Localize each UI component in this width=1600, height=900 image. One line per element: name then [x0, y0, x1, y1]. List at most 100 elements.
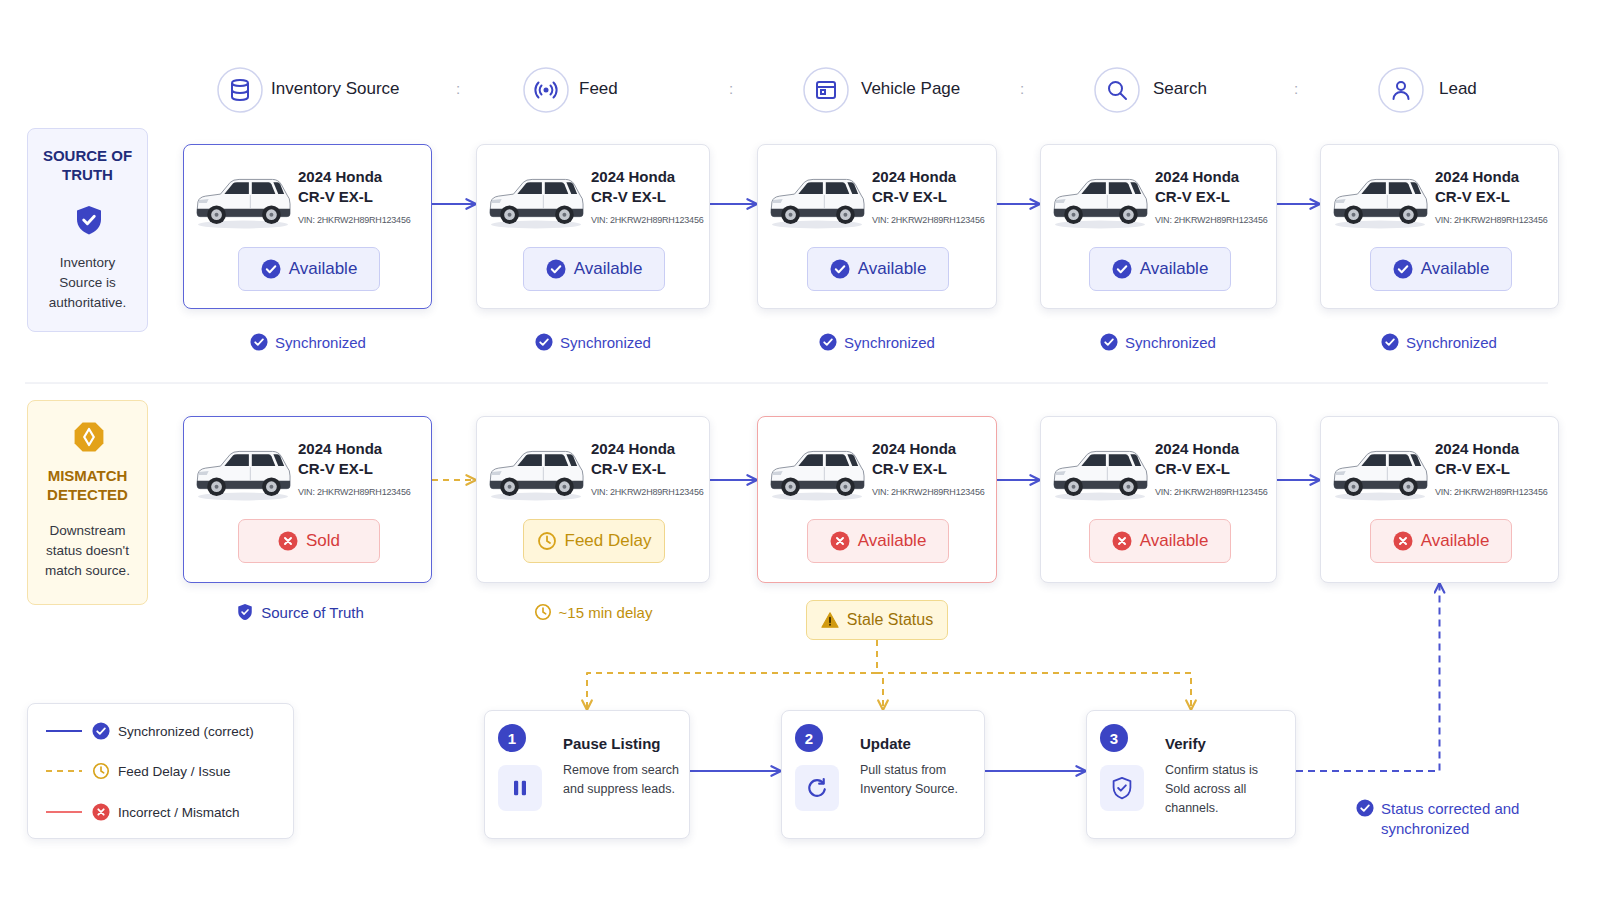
source-note-group: Source of Truth [200, 603, 400, 621]
vehicle-title: 2024 Honda CR-V EX-L [872, 439, 972, 479]
car-illustration [1331, 441, 1429, 503]
panel-body: Inventory Source is authoritative. [38, 253, 137, 313]
label-icon [236, 603, 254, 621]
car-illustration [1331, 169, 1429, 231]
status-badge: Available [1089, 519, 1231, 563]
step-number: 1 [498, 724, 526, 752]
car-illustration [1051, 441, 1149, 503]
resolution-note: Status corrected and synchronized [1381, 799, 1531, 839]
legend-text: Incorrect / Mismatch [118, 805, 240, 820]
vehicle-card: 2024 Honda CR-V EX-LVIN: 2HKRW2H89RH1234… [1320, 144, 1559, 309]
flow-arrow [432, 479, 476, 481]
vehicle-title: 2024 Honda CR-V EX-L [591, 167, 691, 207]
vehicle-title: 2024 Honda CR-V EX-L [1155, 167, 1255, 207]
status-badge: Available [807, 247, 949, 291]
flow-arrow [710, 203, 757, 205]
separator: : [456, 80, 460, 97]
step-icon-box [795, 765, 839, 811]
info-panel: SOURCE OF TRUTH Inventory Source is autho… [27, 128, 148, 332]
resolution-note-group: Status corrected and synchronized [1356, 799, 1531, 839]
status-badge: Available [523, 247, 665, 291]
step-number: 2 [795, 724, 823, 752]
status-text: Available [858, 259, 927, 279]
header-icon [1095, 68, 1139, 112]
car-illustration [768, 441, 866, 503]
vehicle-card: 2024 Honda CR-V EX-L VIN: 2HKRW2H89RH1234… [1040, 144, 1277, 309]
step-body: Pull status from Inventory Source. [860, 761, 978, 799]
status-badge: Available [807, 519, 949, 563]
sync-status-group: Synchronized [1349, 333, 1529, 351]
sync-status: Synchronized [844, 334, 935, 351]
flow-arrow [985, 770, 1086, 772]
delay-note-group: ~15 min delay [493, 603, 693, 621]
car-illustration [487, 441, 585, 503]
separator: : [1294, 80, 1298, 97]
vehicle-card: 2024 Honda CR-V EX-LVIN: 2HKRW2H89RH1234… [476, 144, 710, 309]
vehicle-card: 2024 Honda CR-V EX-LVIN: 2HKRW2H89RH1234… [1040, 416, 1277, 583]
status-badge: Feed Delay [523, 519, 665, 563]
vin-text: VIN: 2HKRW2H89RH123456 [298, 487, 411, 497]
status-text: Available [858, 531, 927, 551]
label-icon [1356, 799, 1374, 817]
step-title: Pause Listing [563, 735, 661, 752]
sync-status: Synchronized [560, 334, 651, 351]
vehicle-title: 2024 Honda CR-V EX-L [298, 439, 398, 479]
panel-title: MISMATCH DETECTED [34, 466, 141, 504]
vehicle-title: 2024 Honda CR-V EX-L [1155, 439, 1255, 479]
status-icon [537, 531, 557, 551]
label-icon [535, 333, 553, 351]
flow-arrow [690, 770, 781, 772]
step-number: 3 [1100, 724, 1128, 752]
label-icon [1381, 333, 1399, 351]
vehicle-card: 2024 Honda CR-V EX-L VIN: 2HKRW2H89RH1234… [1320, 416, 1559, 583]
status-text: Feed Delay [565, 531, 652, 551]
header-icon [218, 68, 262, 112]
vin-text: VIN: 2HKRW2H89RH123456 [591, 487, 704, 497]
sync-status-group: Synchronized [787, 333, 967, 351]
step-icon-box [498, 765, 542, 811]
separator: : [729, 80, 733, 97]
status-text: Stale Status [847, 611, 933, 629]
flow-arrow [997, 479, 1040, 481]
callout-number: 1 [508, 731, 516, 746]
header-icon [804, 68, 848, 112]
vehicle-title: 2024 Honda CR-V EX-L [1435, 439, 1535, 479]
column-header-group: Inventory Source [271, 79, 400, 99]
vin-text: VIN: 2HKRW2H89RH123456 [872, 215, 985, 225]
status-icon [1393, 259, 1413, 279]
legend-sample [44, 802, 84, 822]
sync-status: Synchronized [1125, 334, 1216, 351]
label-icon [534, 603, 552, 621]
vin-text: VIN: 2HKRW2H89RH123456 [1155, 215, 1268, 225]
car-illustration [768, 169, 866, 231]
legend-sample [44, 721, 84, 741]
vin-text: VIN: 2HKRW2H89RH123456 [1435, 487, 1548, 497]
status-icon [546, 259, 566, 279]
vehicle-title: 2024 Honda CR-V EX-L [298, 167, 398, 207]
step-icon [508, 776, 532, 800]
legend-entry: Feed Delay / Issue [44, 761, 231, 781]
step-icon-box [1100, 765, 1144, 811]
flow-arrow [877, 640, 1191, 710]
legend-entry: Incorrect / Mismatch [44, 802, 240, 822]
column-header-group: Search [1153, 79, 1207, 99]
legend-icon [92, 762, 110, 780]
status-badge: Stale Status [806, 600, 948, 640]
process-step: Pause ListingRemove from search and supp… [484, 710, 690, 839]
sync-status-group: Synchronized [503, 333, 683, 351]
flow-arrow [432, 203, 476, 205]
label-icon [250, 333, 268, 351]
status-text: Available [1421, 259, 1490, 279]
vehicle-card: 2024 Honda CR-V EX-LVIN: 2HKRW2H89RH1234… [476, 416, 710, 583]
sync-status-group: Synchronized [1068, 333, 1248, 351]
step-title: Update [860, 735, 911, 752]
step-icon [1110, 776, 1134, 800]
legend-text: Feed Delay / Issue [118, 764, 231, 779]
column-header: Search [1153, 79, 1207, 99]
label-icon [819, 333, 837, 351]
status-icon [830, 259, 850, 279]
step-body: Confirm status is Sold across all channe… [1165, 761, 1283, 818]
panel-title: SOURCE OF TRUTH [34, 146, 141, 184]
status-text: Available [1421, 531, 1490, 551]
vin-text: VIN: 2HKRW2H89RH123456 [1435, 215, 1548, 225]
